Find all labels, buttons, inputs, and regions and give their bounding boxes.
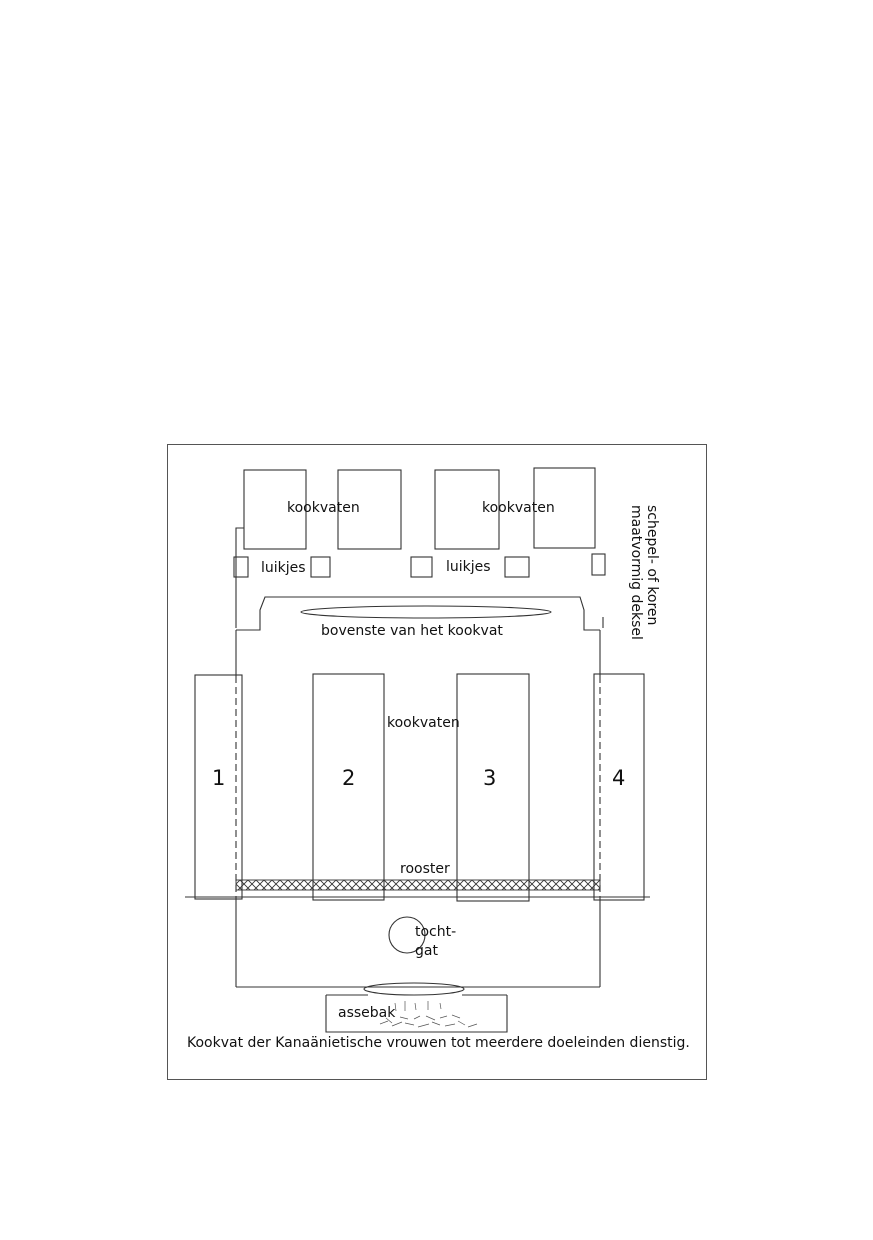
body-top-step (236, 596, 600, 631)
vessel-1 (194, 674, 243, 900)
vessel-number-2: 2 (342, 766, 356, 790)
label-bovenste: bovenste van het kookvat (321, 623, 503, 639)
label-lid: schepel- of koren maatvormig deksel (628, 505, 660, 640)
top-opening (300, 605, 552, 619)
label-assebak: assebak (338, 1005, 396, 1021)
label-rooster: rooster (400, 861, 450, 877)
luikje-3 (410, 556, 433, 578)
vessel-number-3: 3 (483, 766, 497, 790)
luikje-1 (233, 556, 249, 578)
label-gat: gat (415, 943, 438, 959)
label-tocht: tocht- (415, 924, 457, 940)
ash-texture (379, 1001, 478, 1028)
ash-opening (363, 982, 465, 996)
luikje-2 (310, 556, 331, 578)
top-vessel-3 (434, 469, 500, 550)
label-kookvaten-middle: kookvaten (387, 715, 460, 731)
label-kookvaten-top-left: kookvaten (287, 500, 360, 516)
label-lid-line1: schepel- of koren (644, 505, 660, 626)
vessel-number-4: 4 (612, 766, 626, 790)
label-luikjes-left: luikjes (261, 560, 306, 576)
lid-band-outline (235, 527, 244, 617)
grate (235, 879, 601, 891)
label-kookvaten-top-right: kookvaten (482, 500, 555, 516)
ash-tray (325, 995, 508, 1033)
luikje-4 (504, 556, 530, 578)
caption: Kookvat der Kanaänietische vrouwen tot m… (187, 1035, 690, 1051)
top-vessel-2 (337, 469, 402, 550)
vessel-2 (312, 673, 385, 901)
top-vessel-4 (533, 467, 596, 549)
vessel-3 (456, 673, 530, 902)
draft-hole (388, 916, 426, 954)
luikje-5 (591, 553, 606, 576)
vessel-4 (593, 673, 645, 901)
diagram-frame (167, 444, 707, 1080)
vessel-number-1: 1 (212, 766, 226, 790)
label-luikjes-right: luikjes (446, 559, 491, 575)
label-lid-line2: maatvormig deksel (628, 505, 644, 640)
top-vessel-1 (243, 469, 307, 550)
